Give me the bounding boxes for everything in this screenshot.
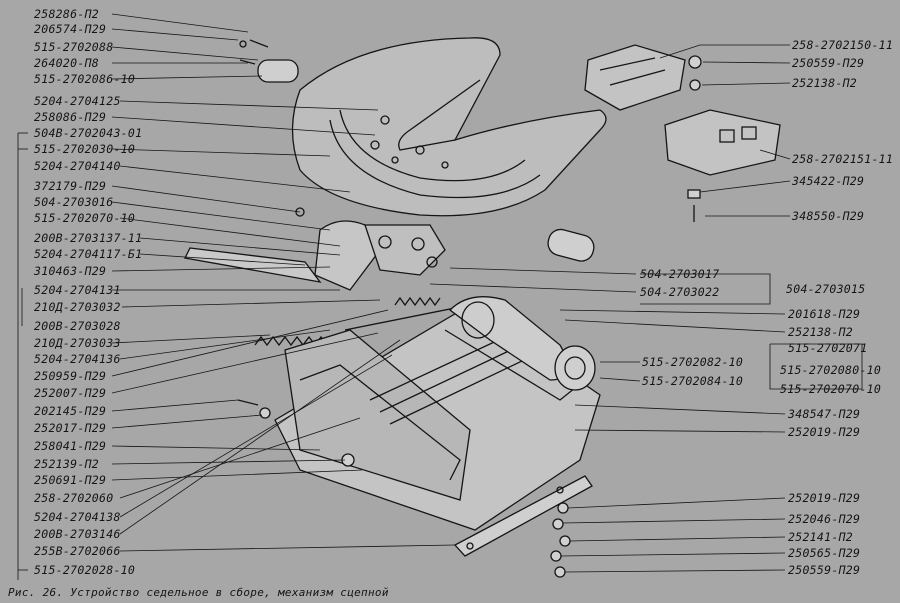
bracket-upper bbox=[584, 44, 686, 111]
part-label: 5204-2704117-Б1 bbox=[34, 247, 143, 261]
part-label: 515-2702030-10 bbox=[34, 142, 136, 156]
part-label: 504-2703022 bbox=[640, 285, 720, 299]
part-label: 504-2703017 bbox=[640, 267, 720, 281]
part-label: 258-2702060 bbox=[34, 491, 114, 505]
figure-caption: Рис. 26. Устройство седельное в сборе, м… bbox=[8, 586, 389, 599]
part-label: 348550-П29 bbox=[792, 209, 865, 223]
part-label: 504-2703016 bbox=[34, 195, 114, 209]
part-label: 250959-П29 bbox=[34, 369, 107, 383]
part-label: 258-2702150-11 bbox=[792, 38, 894, 52]
part-label: 5204-2704140 bbox=[34, 159, 121, 173]
part-label: 345422-П29 bbox=[792, 174, 865, 188]
part-label: 252138-П2 bbox=[788, 325, 854, 339]
part-label: 310463-П29 bbox=[34, 264, 107, 278]
part-label: 210Д-2703032 bbox=[34, 300, 121, 314]
part-label: 202145-П29 bbox=[34, 404, 107, 418]
part-label: 252019-П29 bbox=[788, 425, 861, 439]
part-label: 252139-П2 bbox=[34, 457, 100, 471]
part-label: 504В-2702043-01 bbox=[34, 126, 143, 140]
part-label: 201618-П29 bbox=[788, 307, 861, 321]
part-label: 200В-2703028 bbox=[34, 319, 121, 333]
part-label: 515-2702088 bbox=[34, 40, 114, 54]
part-label: 515-2702071 bbox=[788, 341, 868, 355]
part-label: 264020-П8 bbox=[34, 56, 100, 70]
part-label: 515-2702084-10 bbox=[642, 374, 744, 388]
part-label: 252019-П29 bbox=[788, 491, 861, 505]
part-label: 515-2702070-10 bbox=[780, 382, 882, 396]
part-label: 250559-П29 bbox=[788, 563, 861, 577]
part-label: 252017-П29 bbox=[34, 421, 107, 435]
spring-right bbox=[394, 296, 441, 307]
part-label: 255В-2702066 bbox=[34, 544, 121, 558]
part-label: 5204-2704136 bbox=[34, 352, 121, 366]
part-label: 372179-П29 bbox=[34, 179, 107, 193]
part-label: 515-2702070-10 bbox=[34, 211, 136, 225]
part-label: 200В-2703146 bbox=[34, 527, 121, 541]
part-label: 515-2702080-10 bbox=[780, 363, 882, 377]
part-label: 206574-П29 bbox=[34, 22, 107, 36]
part-label: 250559-П29 bbox=[792, 56, 865, 70]
part-label: 5204-2704125 bbox=[34, 94, 121, 108]
part-label: 258286-П2 bbox=[34, 7, 100, 21]
part-label: 515-2702028-10 bbox=[34, 563, 136, 577]
part-label: 210Д-2703033 bbox=[34, 336, 121, 350]
part-label: 5204-2704138 bbox=[34, 510, 121, 524]
part-label: 515-2702086-10 bbox=[34, 72, 136, 86]
part-label: 258041-П29 bbox=[34, 439, 107, 453]
part-label: 252138-П2 bbox=[792, 76, 858, 90]
saddle-plate bbox=[291, 37, 607, 217]
part-label: 5204-2704131 bbox=[34, 283, 121, 297]
bottom-rail bbox=[453, 475, 593, 557]
part-label: 348547-П29 bbox=[788, 407, 861, 421]
coupling-lever bbox=[184, 247, 322, 283]
part-label: 515-2702082-10 bbox=[642, 355, 744, 369]
part-label: 258-2702151-11 bbox=[792, 152, 894, 166]
part-label: 252007-П29 bbox=[34, 386, 107, 400]
part-label: 258086-П29 bbox=[34, 110, 107, 124]
part-label: 252141-П2 bbox=[788, 530, 854, 544]
part-label: 200В-2703137-11 bbox=[34, 231, 143, 245]
support-cylinder bbox=[449, 296, 569, 381]
part-label: 504-2703015 bbox=[786, 282, 866, 296]
part-label: 252046-П29 bbox=[788, 512, 861, 526]
part-label: 250565-П29 bbox=[788, 546, 861, 560]
part-label: 250691-П29 bbox=[34, 473, 107, 487]
